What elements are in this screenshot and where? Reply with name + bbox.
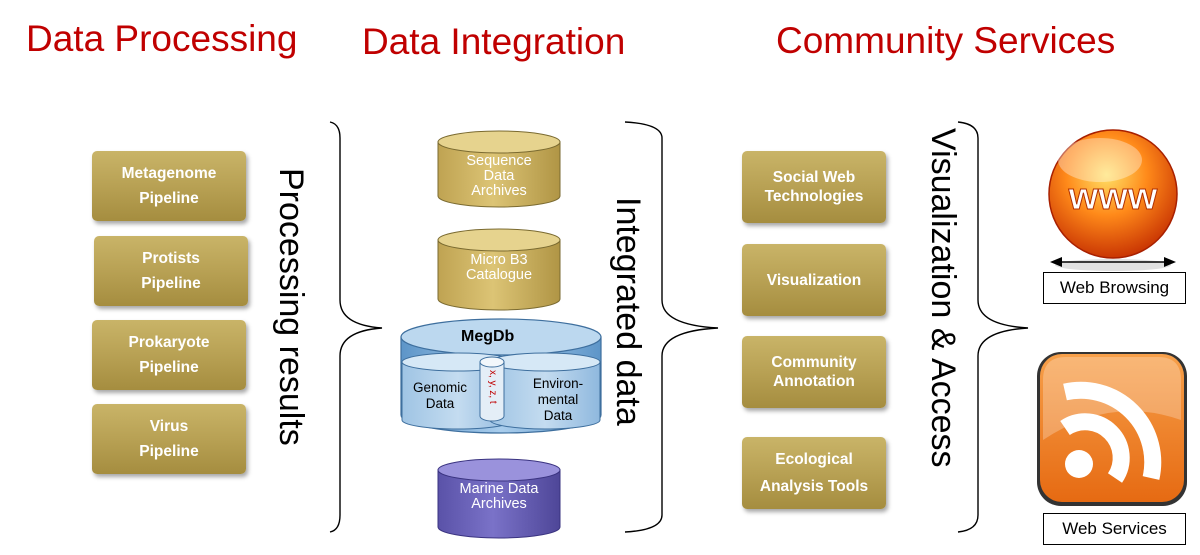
heading-data-processing: Data Processing — [26, 18, 298, 59]
box-line: Technologies — [764, 188, 864, 205]
brace-processing — [329, 121, 383, 533]
label-line: Genomic — [412, 380, 468, 395]
box-line: Protists — [142, 250, 200, 267]
megdb-title: MegDb — [461, 328, 515, 345]
environmental-data-label: Environ- mental Data — [516, 376, 600, 424]
metagenome-pipeline-box: Metagenome Pipeline — [92, 151, 246, 221]
box-line: Visualization — [766, 271, 862, 289]
label-line: Data — [543, 408, 573, 423]
heading-data-integration: Data Integration — [362, 21, 626, 62]
box-line: Prokaryote — [128, 334, 210, 351]
box-line: Social Web — [772, 169, 856, 186]
box-line: Community — [771, 354, 857, 371]
prokaryote-pipeline-box: Prokaryote Pipeline — [92, 320, 246, 390]
label-line: Marine Data — [459, 481, 539, 497]
virus-pipeline-box: Virus Pipeline — [92, 404, 246, 474]
genomic-data-label: Genomic Data — [404, 380, 476, 412]
brace-access — [957, 121, 1029, 533]
microb3-catalogue-cylinder — [437, 228, 561, 311]
box-line: Pipeline — [141, 275, 201, 292]
marine-archives-cylinder — [437, 458, 561, 539]
label-line: Environ- — [532, 376, 584, 391]
label-line: Micro B3 — [470, 252, 528, 268]
box-line: Pipeline — [139, 359, 199, 376]
sequence-archives-cylinder — [437, 130, 561, 208]
label-line: Sequence — [466, 153, 532, 169]
web-services-caption: Web Services — [1043, 513, 1186, 545]
heading-community-services: Community Services — [776, 20, 1116, 61]
sequence-archives-label: Sequence Data Archives — [439, 154, 559, 199]
social-web-box: Social Web Technologies — [742, 151, 886, 223]
box-line: Annotation — [773, 373, 855, 390]
visualization-box: Visualization — [742, 244, 886, 316]
microb3-catalogue-label: Micro B3 Catalogue — [439, 253, 559, 283]
globe-www-icon — [1048, 129, 1178, 271]
label-line: Catalogue — [465, 267, 533, 283]
box-line: Pipeline — [139, 443, 199, 460]
megdb-cylinder — [400, 318, 602, 434]
label-line: Data — [483, 168, 515, 184]
marine-archives-label: Marine Data Archives — [439, 482, 559, 512]
community-annotation-box: Community Annotation — [742, 336, 886, 408]
web-browsing-caption: Web Browsing — [1043, 272, 1186, 304]
xyzt-label: x, y, z, t — [487, 370, 498, 404]
www-logo-text: www — [1068, 176, 1158, 218]
rss-feed-icon — [1037, 352, 1187, 506]
ecological-analysis-box: Ecological Analysis Tools — [742, 437, 886, 509]
box-line: Analysis Tools — [759, 478, 869, 495]
box-line: Metagenome — [121, 165, 217, 182]
box-line: Virus — [149, 418, 189, 435]
label-line: mental — [537, 392, 579, 407]
label-line: Data — [425, 396, 455, 411]
label-line: Archives — [471, 183, 527, 199]
box-line: Ecological — [775, 451, 853, 468]
label-line: Archives — [471, 496, 527, 512]
protists-pipeline-box: Protists Pipeline — [94, 236, 248, 306]
brace-integration — [624, 121, 719, 533]
box-line: Pipeline — [139, 190, 199, 207]
